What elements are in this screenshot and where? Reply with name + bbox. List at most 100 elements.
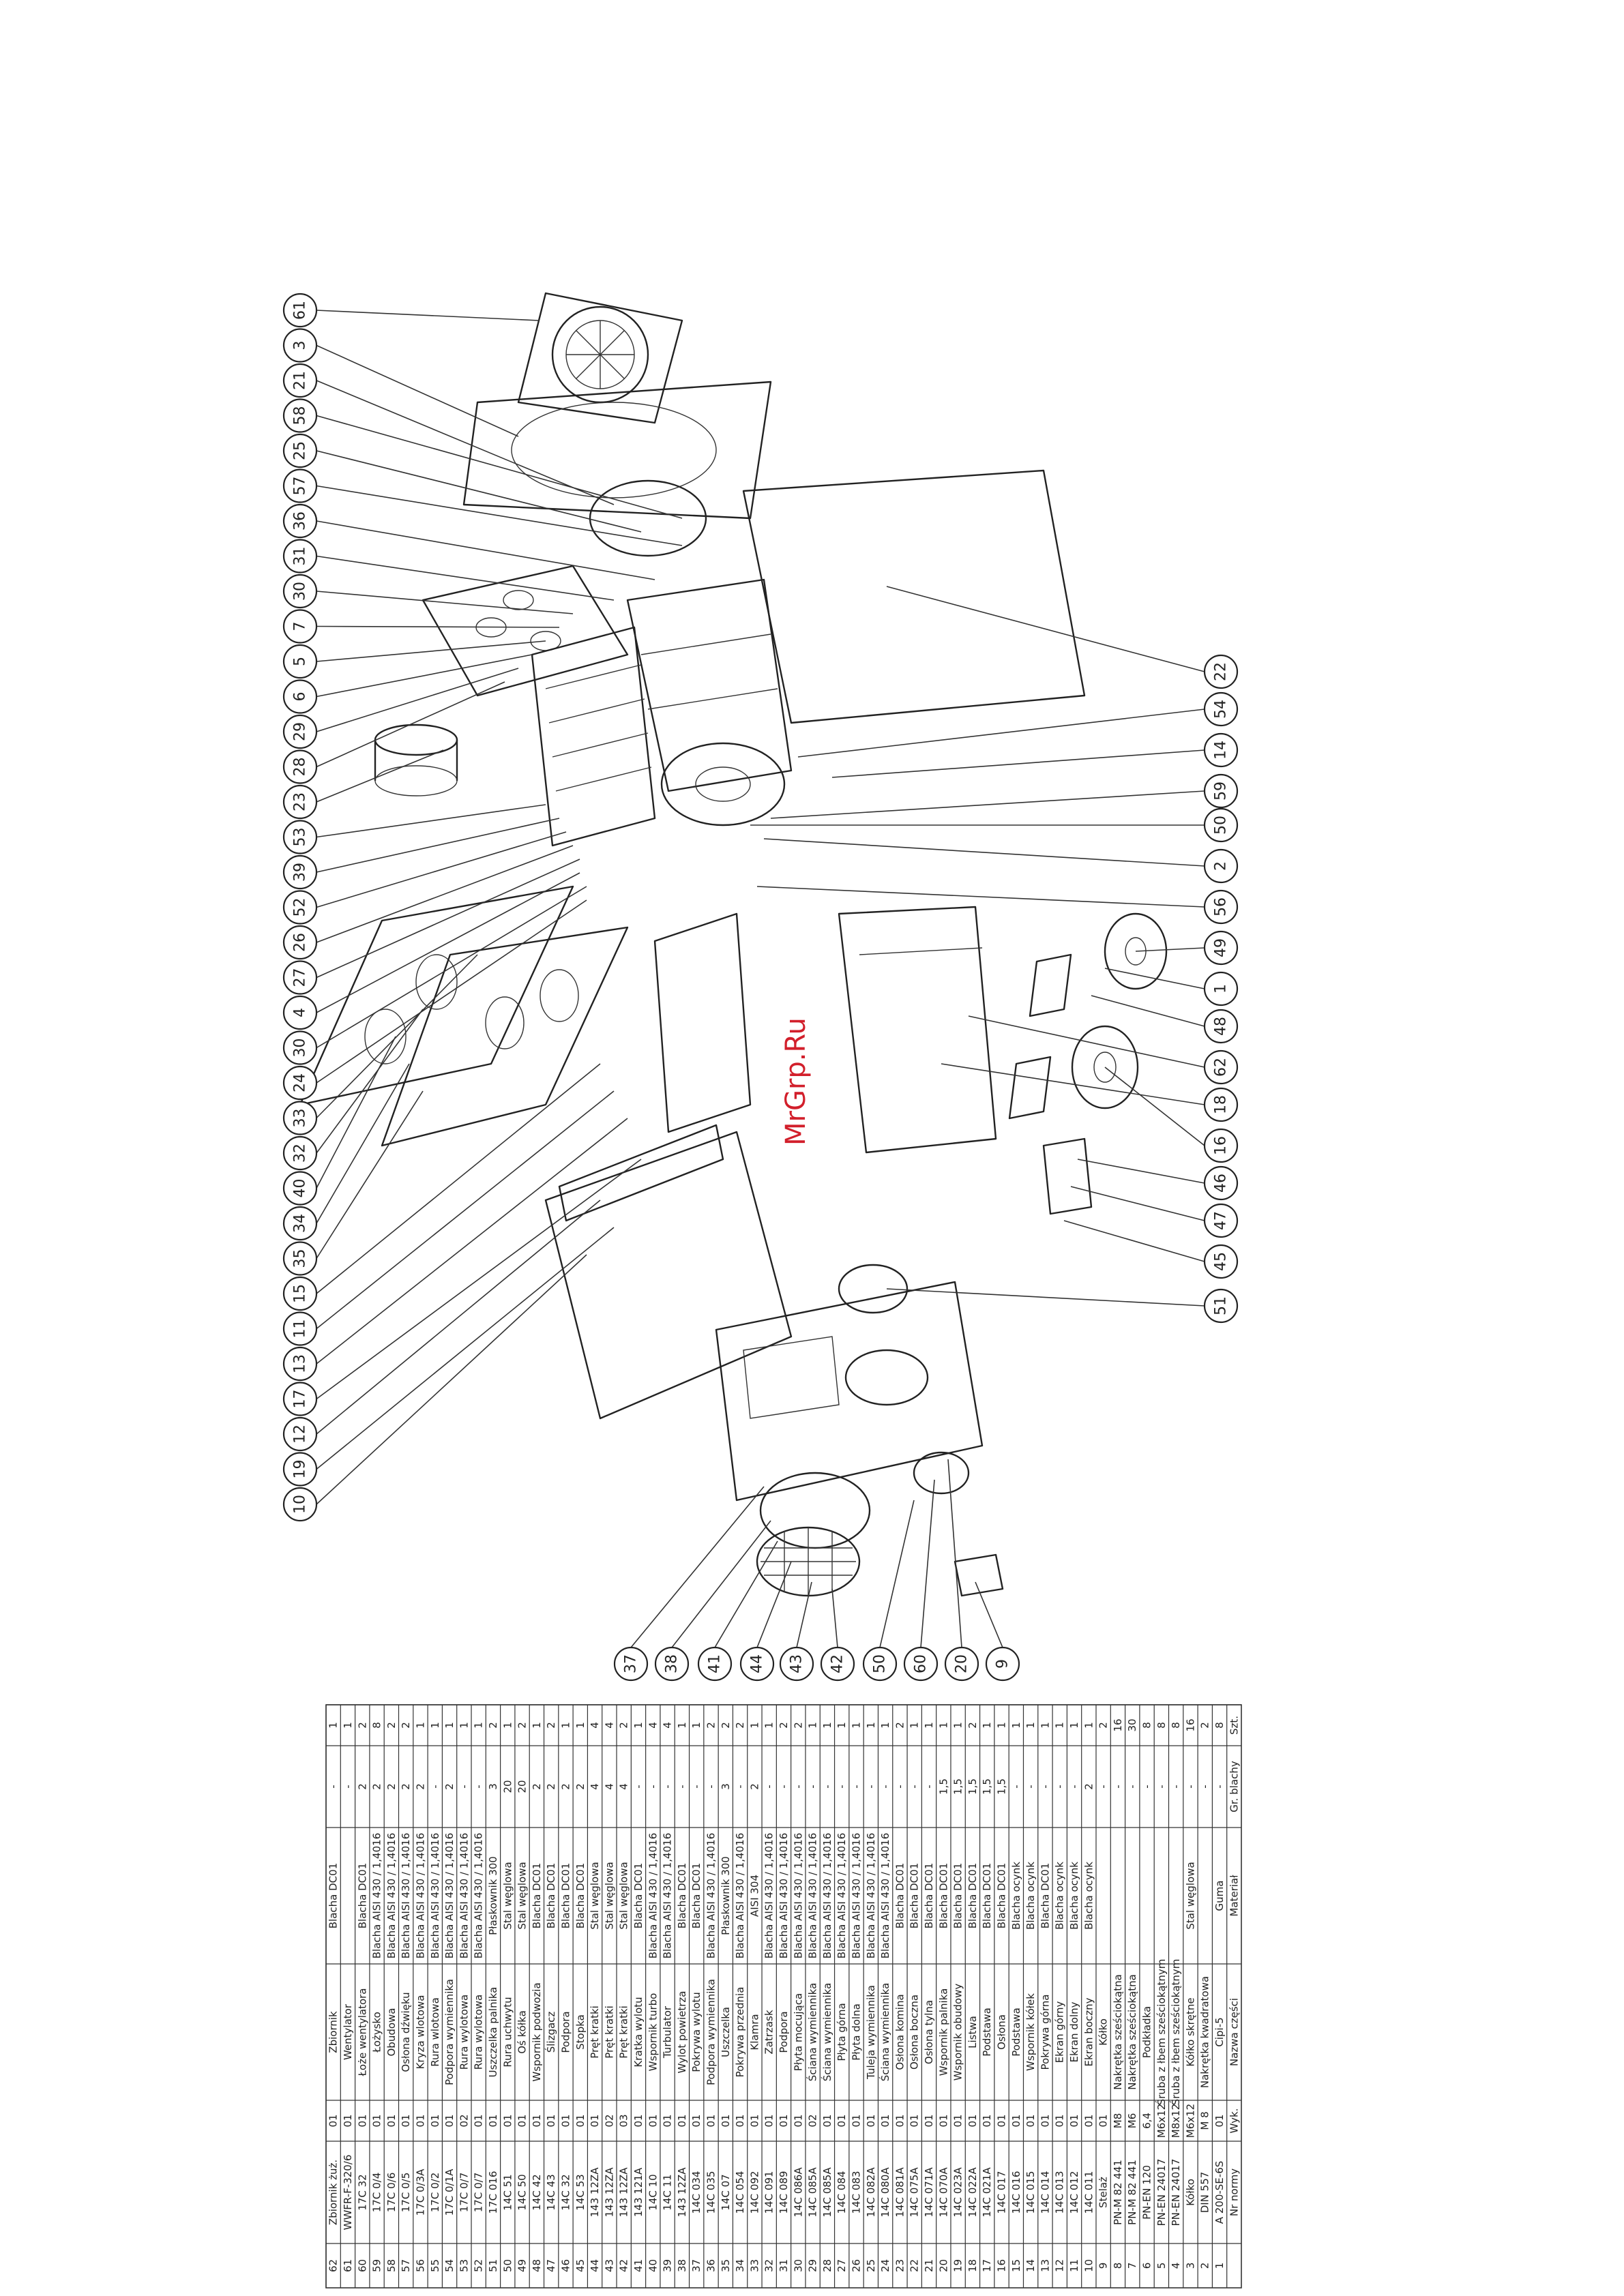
bom-cell: - [1213,1785,1226,1788]
bom-cell: - [1054,1785,1066,1788]
bom-cell: 16 [1112,1718,1124,1731]
bom-cell: 24 [879,2259,891,2272]
bom-cell: - [1010,1785,1022,1788]
bom-cell: 01 [1024,2114,1037,2127]
svg-text:3: 3 [292,341,309,351]
bom-cell: 2 [531,1783,543,1790]
svg-text:17: 17 [292,1390,309,1409]
balloon-29: 29 [282,714,318,749]
bom-cell: Śruba z łbem sześciokątnym [1169,1959,1182,2106]
bom-cell: Wspornik turbo [647,1993,659,2072]
balloon-3: 3 [282,328,318,363]
outlet-grille-part [756,1451,1004,1597]
exchanger-drum-part [626,578,793,826]
bom-cell: 14C 054 [734,2171,746,2214]
svg-text:47: 47 [1213,1211,1230,1230]
bom-cell: 45 [574,2259,587,2272]
bom-cell: 55 [429,2259,441,2272]
bom-cell: 4 [662,1722,674,1729]
svg-text:22: 22 [1213,662,1230,681]
bom-cell: 54 [443,2259,456,2272]
balloon-40: 40 [282,1171,318,1206]
balloon-30: 30 [282,1030,318,1065]
bom-cell: - [327,1785,340,1788]
balloon-5: 5 [282,644,318,679]
bom-cell: 2 [385,1783,398,1790]
bom-cell: Nakrętka kwadratowa [1199,1976,1211,2088]
bom-cell: 2 [400,1783,412,1790]
leader-line [316,555,615,601]
bom-cell: 2 [356,1783,368,1790]
svg-text:9: 9 [994,1659,1012,1669]
bom-cell: 20 [937,2259,949,2272]
bom-cell: 2 [487,1722,499,1729]
balloon-26: 26 [282,925,318,960]
side-panel-part [742,469,1086,724]
bom-cell: - [632,1785,645,1788]
bom-cell: Kratka wylotu [632,1997,645,2067]
bom-cell: 33 [748,2259,761,2272]
bom-cell: 01 [690,2114,703,2127]
bom-cell: 14C 035 [705,2171,717,2214]
bom-cell: Obudowa [385,2008,398,2057]
bom-cell: 8 [1155,1722,1168,1729]
bom-cell: 01 [400,2114,412,2127]
svg-text:14: 14 [1213,741,1230,760]
leader-line [316,831,567,908]
bom-cell: - [1126,1785,1138,1788]
bom-cell: 49 [516,2259,529,2272]
bom-cell: 43 [603,2259,615,2272]
bom-cell: Blacha DC01 [966,1863,979,1928]
bom-cell: 14C 10 [647,2174,659,2210]
leader-line [968,1015,1205,1068]
bom-cell: 1 [632,1722,645,1729]
bom-cell: 01 [414,2114,426,2127]
bom-cell: Blacha DC01 [531,1863,543,1928]
svg-text:39: 39 [292,863,309,882]
balloon-61: 61 [282,293,318,328]
svg-text:11: 11 [292,1320,309,1339]
bom-cell: Listwa [966,2016,979,2048]
bom-cell: 44 [589,2259,601,2272]
bom-cell: - [429,1785,441,1788]
bom-cell: M8 [1112,2113,1124,2129]
svg-text:62: 62 [1213,1058,1230,1077]
rear-plate-part [462,381,772,520]
svg-text:6: 6 [292,692,309,702]
svg-text:26: 26 [292,933,309,952]
bom-cell: 1,5 [937,1778,949,1795]
bom-cell: 01 [865,2114,877,2127]
bom-cell: 01 [763,2114,776,2127]
bom-cell: - [836,1785,848,1788]
bom-cell: 17C 32 [356,2174,368,2210]
bom-cell: 48 [531,2259,543,2272]
bom-cell: 14C 092 [748,2171,761,2214]
bom-cell: Stal węglowa [618,1862,630,1929]
bom-cell: Kółko [1097,2018,1110,2046]
bom-cell: 17C 0/2 [429,2173,441,2212]
bom-cell: PN-EN 24017 [1155,2159,1168,2226]
balloon-27: 27 [282,960,318,995]
bom-cell: 2 [618,1722,630,1729]
bom-cell: 60 [356,2259,368,2272]
bom-cell: 01 [923,2114,935,2127]
leader-line [797,709,1205,758]
bom-cell: 143 12ZA [589,2167,601,2218]
bom-cell: Uszczelka palnika [487,1987,499,2078]
bom-cell: 01 [1213,2114,1226,2127]
bom-cell: 1 [559,1722,572,1729]
bom-cell: 4 [603,1722,615,1729]
bom-cell: 16 [996,2259,1008,2272]
bom-cell: Stal węglowa [516,1862,529,1929]
bom-cell: 2 [966,1722,979,1729]
